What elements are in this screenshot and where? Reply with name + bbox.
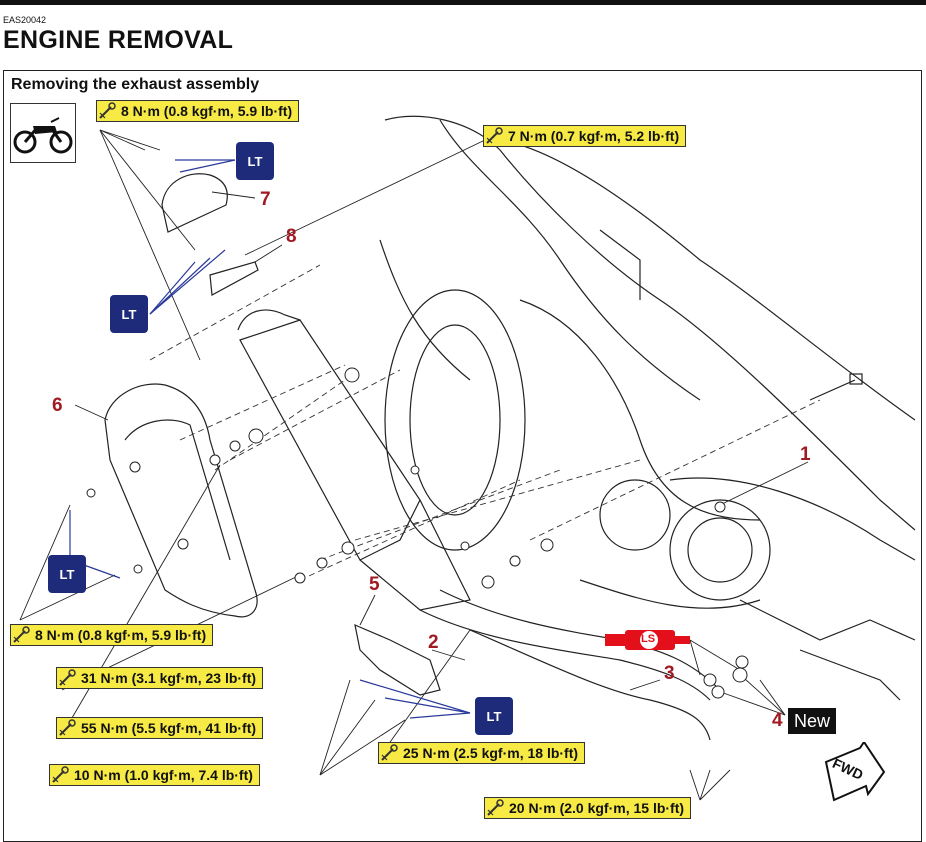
torque-wrench-icon (57, 718, 77, 738)
lt-symbol-badge: LT (475, 697, 513, 735)
torque-value: 55 N·m (5.5 kgf·m, 41 lb·ft) (81, 720, 257, 736)
torque-wrench-icon (50, 765, 70, 785)
torque-spec-bracket-bolts: 7 N·m (0.7 kgf·m, 5.2 lb·ft) (483, 125, 687, 147)
torque-spec-muffler-nut: 31 N·m (3.1 kgf·m, 23 lb·ft) (56, 667, 264, 689)
torque-value: 25 N·m (2.5 kgf·m, 18 lb·ft) (403, 745, 579, 761)
new-part-badge: New (788, 708, 836, 734)
torque-spec-protector-5-bolts: 10 N·m (1.0 kgf·m, 7.4 lb·ft) (49, 764, 260, 786)
torque-wrench-icon (57, 668, 77, 688)
forward-direction-arrow: FWD (820, 740, 890, 802)
torque-value: 20 N·m (2.0 kgf·m, 15 lb·ft) (509, 800, 685, 816)
ls-symbol: LS (605, 628, 690, 652)
torque-spec-protector-bolts: 8 N·m (0.8 kgf·m, 5.9 lb·ft) (10, 624, 214, 646)
lt-symbol-badge: LT (110, 295, 148, 333)
callout-6: 6 (52, 395, 63, 416)
torque-spec-exhaust-nuts: 20 N·m (2.0 kgf·m, 15 lb·ft) (484, 797, 692, 819)
callout-1: 1 (800, 444, 811, 465)
callout-2: 2 (428, 632, 439, 653)
torque-spec-sensor: 25 N·m (2.5 kgf·m, 18 lb·ft) (378, 742, 586, 764)
torque-value: 8 N·m (0.8 kgf·m, 5.9 lb·ft) (35, 627, 207, 643)
torque-wrench-icon (484, 126, 504, 146)
header-rule (0, 0, 926, 5)
section-code: EAS20042 (3, 15, 47, 25)
diagram-subtitle: Removing the exhaust assembly (11, 76, 260, 93)
torque-wrench-icon (11, 625, 31, 645)
torque-spec-cover-bolts: 8 N·m (0.8 kgf·m, 5.9 lb·ft) (96, 100, 300, 122)
lt-symbol-badge: LT (236, 142, 274, 180)
lt-symbol-badge: LT (48, 555, 86, 593)
callout-5: 5 (369, 574, 380, 595)
torque-spec-muffler-bolt: 55 N·m (5.5 kgf·m, 41 lb·ft) (56, 717, 264, 739)
torque-value: 7 N·m (0.7 kgf·m, 5.2 lb·ft) (508, 128, 680, 144)
torque-wrench-icon (379, 743, 399, 763)
torque-wrench-icon (97, 101, 117, 121)
callout-4: 4 (772, 710, 783, 731)
torque-value: 8 N·m (0.8 kgf·m, 5.9 lb·ft) (121, 103, 293, 119)
callout-8: 8 (286, 226, 297, 247)
motorcycle-icon (10, 103, 76, 163)
page-title: ENGINE REMOVAL (3, 26, 234, 54)
callout-3: 3 (664, 663, 675, 684)
torque-value: 10 N·m (1.0 kgf·m, 7.4 lb·ft) (74, 767, 253, 783)
callout-7: 7 (260, 189, 271, 210)
torque-value: 31 N·m (3.1 kgf·m, 23 lb·ft) (81, 670, 257, 686)
torque-wrench-icon (485, 798, 505, 818)
